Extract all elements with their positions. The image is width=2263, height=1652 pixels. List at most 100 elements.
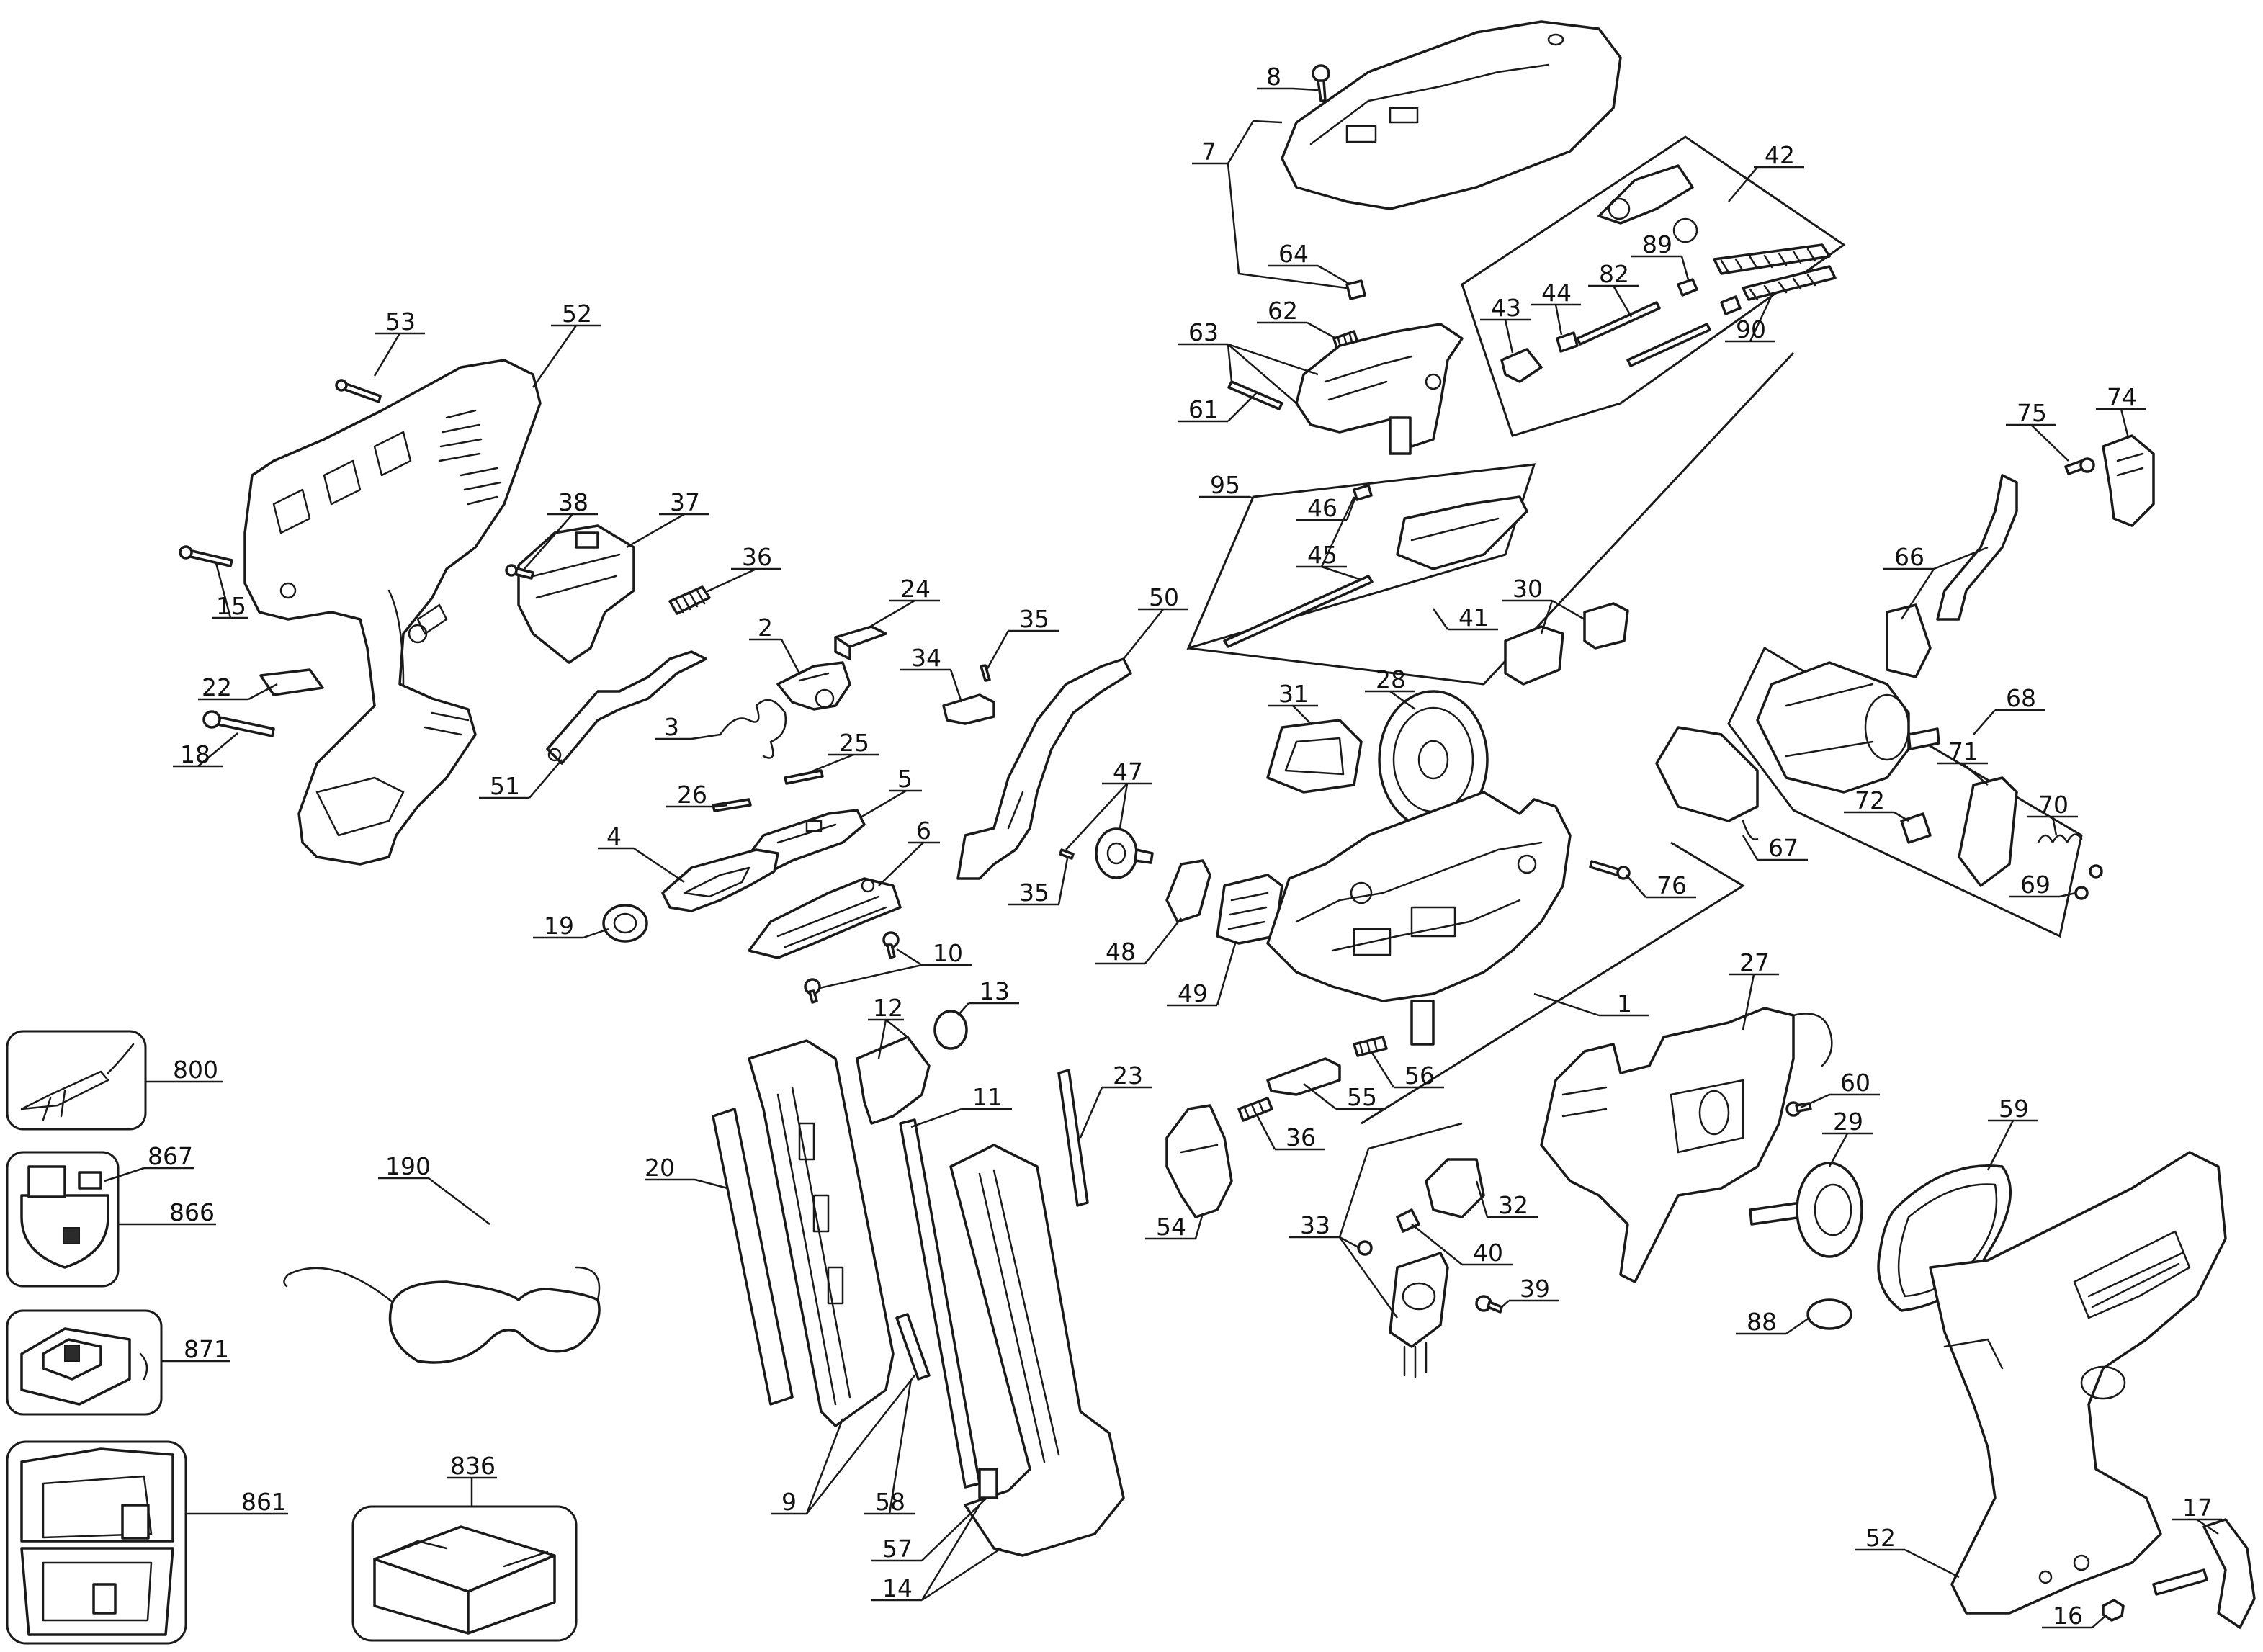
callout-54: 54 — [1156, 1213, 1186, 1241]
screw-76 — [1589, 860, 1631, 880]
trigger-24 — [834, 625, 887, 660]
callout-82: 82 — [1599, 260, 1629, 288]
callout-69: 69 — [2020, 871, 2051, 899]
callout-10: 10 — [933, 939, 963, 967]
latch-12 — [856, 1036, 931, 1125]
linkage-51 — [546, 650, 707, 765]
bushing-19 — [602, 904, 648, 943]
callout-38: 38 — [558, 488, 588, 516]
callout-13: 13 — [980, 977, 1010, 1005]
callout-29: 29 — [1833, 1108, 1863, 1136]
callout-40: 40 — [1473, 1239, 1503, 1267]
strip-20 — [712, 1108, 794, 1406]
callout-44: 44 — [1541, 279, 1572, 307]
callout-62: 62 — [1268, 297, 1298, 325]
callout-867: 867 — [148, 1142, 193, 1170]
spring-56 — [1353, 1036, 1388, 1057]
callout-76: 76 — [1657, 871, 1687, 899]
spring-70 — [2037, 833, 2083, 844]
callout-800: 800 — [173, 1056, 218, 1084]
callout-74: 74 — [2107, 383, 2137, 411]
callout-22: 22 — [202, 673, 232, 701]
screw-8 — [1312, 64, 1330, 102]
pulley-29 — [1749, 1162, 1863, 1258]
callout-5: 5 — [897, 765, 913, 793]
spring-3 — [719, 699, 787, 759]
callout-42: 42 — [1765, 141, 1795, 169]
solenoid-assembly-27 — [1540, 1007, 1833, 1283]
pin-35-lower — [1059, 848, 1075, 860]
callout-90: 90 — [1736, 315, 1766, 344]
screw-10-a — [882, 931, 900, 959]
callout-19: 19 — [544, 912, 574, 940]
callout-75: 75 — [2017, 399, 2047, 427]
callout-1: 1 — [1617, 989, 1632, 1018]
label-22 — [259, 668, 324, 696]
cover-67 — [1655, 726, 1759, 840]
screw-39 — [1475, 1295, 1503, 1314]
callout-89: 89 — [1642, 230, 1672, 259]
callout-48: 48 — [1106, 938, 1136, 966]
callout-866: 866 — [169, 1198, 215, 1226]
strip-23 — [1057, 1069, 1089, 1207]
pin-35-upper — [980, 664, 991, 682]
screw-75 — [2064, 457, 2095, 475]
wheel-47 — [1095, 827, 1154, 879]
frame-31 — [1266, 719, 1363, 794]
screw-10-b — [804, 978, 821, 1004]
callout-35-lower: 35 — [1019, 879, 1049, 907]
callout-61: 61 — [1188, 395, 1219, 423]
driver-assembly-95-box — [1186, 463, 1536, 650]
callout-39: 39 — [1520, 1275, 1550, 1303]
switch-assembly-37 — [517, 524, 635, 664]
magazine-base-14 — [949, 1144, 1125, 1557]
latch-4 — [661, 848, 779, 912]
callout-15: 15 — [216, 592, 246, 620]
callout-45: 45 — [1307, 541, 1337, 569]
callout-68: 68 — [2006, 684, 2036, 712]
pin-26 — [712, 798, 752, 812]
pin-25 — [784, 769, 824, 785]
accessory-871-box — [6, 1309, 163, 1416]
callout-8: 8 — [1266, 63, 1281, 91]
callout-70: 70 — [2038, 791, 2069, 819]
callout-52-lower: 52 — [1865, 1524, 1896, 1552]
callout-30: 30 — [1513, 575, 1543, 603]
callout-64: 64 — [1278, 240, 1309, 268]
callout-12: 12 — [873, 994, 903, 1022]
carriage-63 — [1295, 323, 1464, 455]
callout-9: 9 — [781, 1488, 797, 1516]
callout-88: 88 — [1747, 1308, 1777, 1336]
callout-20: 20 — [645, 1154, 675, 1182]
spring-36-upper — [668, 585, 711, 615]
callout-37: 37 — [670, 488, 700, 516]
callout-57: 57 — [882, 1535, 913, 1563]
callout-16: 16 — [2053, 1602, 2083, 1630]
spring-36-lower — [1237, 1097, 1273, 1122]
part-49 — [1216, 874, 1283, 945]
contact-trip-50 — [956, 657, 1132, 880]
magazine-9 — [748, 1039, 895, 1427]
screw-15 — [179, 545, 233, 567]
callout-6: 6 — [916, 817, 931, 845]
callout-52-upper: 52 — [562, 300, 592, 328]
bracket-34 — [942, 693, 995, 725]
callout-27: 27 — [1739, 948, 1770, 977]
cap-74 — [2102, 434, 2155, 527]
motor-assembly-68-box — [1727, 646, 2083, 938]
callout-43: 43 — [1491, 294, 1521, 322]
callout-7: 7 — [1201, 138, 1216, 166]
callout-17: 17 — [2182, 1494, 2213, 1522]
callout-59: 59 — [1999, 1095, 2029, 1123]
frame-assembly-1 — [1266, 791, 1572, 1046]
callout-3: 3 — [664, 713, 679, 741]
callout-53: 53 — [385, 307, 416, 336]
callout-836: 836 — [450, 1452, 496, 1480]
top-cover-7 — [1281, 20, 1622, 210]
callout-51: 51 — [490, 772, 520, 800]
callout-56: 56 — [1404, 1061, 1435, 1090]
callout-14: 14 — [882, 1574, 913, 1602]
return-assembly-42-box — [1461, 135, 1846, 437]
callout-55: 55 — [1347, 1083, 1377, 1111]
cover-32 — [1425, 1158, 1485, 1218]
